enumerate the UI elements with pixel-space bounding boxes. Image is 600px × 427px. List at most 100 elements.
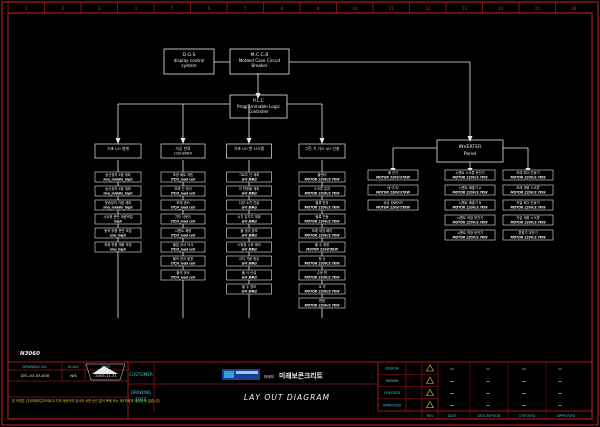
mccb-line-2: Breaker (251, 63, 267, 68)
device-spec: ITCH_load cell (171, 191, 196, 195)
device-spec: MOTOR 220V/3.7KW (452, 190, 488, 194)
device-spec: MOTOR 220V/3.7KW (452, 235, 488, 239)
device-box (367, 169, 419, 181)
mccb-box: M.C.C.B Molded Case Circuit Breaker (229, 48, 290, 75)
drawing-no-value: DTL-03-03-000 (21, 373, 50, 378)
device-name: 물 주 경보 (242, 284, 256, 289)
device-box (502, 229, 554, 241)
column-head-text: 기초 I/O 설계 (107, 146, 129, 151)
device-name: 교차 가동 정상 (239, 256, 259, 261)
revision-triangle-icon (425, 364, 435, 372)
device-box (94, 241, 142, 253)
device-spec: MOTOR 220V/5KW (306, 247, 338, 251)
device-name: 스크루 분리 (314, 186, 330, 191)
device-spec: lmu_high (110, 247, 127, 251)
company-logo (222, 369, 260, 380)
drawing-title: LAY OUT DIAGRAM (244, 393, 330, 402)
device-spec: MOTOR 220V/37KW (376, 175, 411, 179)
device-spec: 장비 종류선 (241, 275, 257, 279)
device-name: 모래 계량 스크류 (516, 185, 539, 190)
revision-triangle-icon (425, 401, 435, 409)
device-spec: 장비 종류선 (241, 247, 257, 251)
revision-column-label: CHECKED (519, 414, 536, 418)
device-name: 최종 부품 계량 조립 (104, 242, 131, 247)
device-box (298, 297, 346, 309)
column-head-box (298, 143, 346, 159)
device-box (226, 269, 272, 281)
device-spec: MOTOR 220V/3.7KW (304, 205, 340, 209)
device-name: 송신장치 4점 계획 (105, 172, 130, 177)
inverter-title: INVERTER (459, 144, 482, 150)
drawing-title-label-1: DRAWING (131, 390, 151, 395)
ruler-number: 15 (535, 6, 541, 11)
device-box (298, 283, 346, 295)
column-head-text: 가공 반료 (175, 146, 191, 151)
device-spec: MOTOR 220V/3.7KW (304, 219, 340, 223)
device-box (367, 184, 419, 196)
device-name: 운송장치 기점 계획 (105, 200, 131, 205)
device-box (298, 213, 346, 225)
device-spec: MOTOR 220V/3.7KW (452, 175, 488, 179)
device-name: 다양 소진 선설 (239, 200, 259, 205)
device-name: 수문 변 (317, 270, 327, 275)
device-box (298, 171, 346, 183)
revision-column-label: DATE (448, 414, 457, 418)
device-box (444, 214, 496, 226)
inverter-box: INVERTER Panel (436, 139, 504, 163)
device-spec: 장비 종류선 (241, 219, 257, 223)
device-box (298, 269, 346, 281)
device-box (298, 241, 346, 253)
device-box (160, 269, 206, 281)
device-name: 모래 센서 (176, 200, 189, 205)
title-block: N3060 DRAWING NO. SCALE DATE DTL-03-03-0… (8, 351, 592, 419)
device-spec: lmu_middle_high (103, 177, 133, 181)
device-box (160, 227, 206, 239)
device-box (226, 227, 272, 239)
plc-line-2: Controller (248, 109, 269, 114)
ruler-number: 1 (25, 6, 28, 11)
scale-label: SCALE (68, 365, 80, 369)
device-box (298, 185, 346, 197)
device-spec: MOTOR 220V/3.7KW (510, 175, 546, 179)
device-name: 자갈 계량 스크류 (516, 215, 539, 220)
revision-column-label: REV (427, 414, 434, 418)
device-name: 송신장치 4점 계획 (105, 186, 130, 191)
device-spec: MOTOR 220V/3.7KW (510, 190, 546, 194)
device-name: 이 반응물 계획 (239, 186, 259, 191)
device-spec: 장비 종류선 (241, 177, 257, 181)
device-spec: 장비 종류선 (241, 289, 257, 293)
device-box (94, 171, 142, 183)
device-spec: MOTOR 220V/3.7KW (510, 220, 546, 224)
device-name: 시멘트 저장 운전기 (457, 215, 483, 220)
device-name: 시멘트 스크류 운전기 (455, 170, 484, 175)
device-spec: MOTOR 220V/3.7KW (510, 205, 546, 209)
ruler-number: 2 (61, 6, 64, 11)
device-name: 배 선기 (388, 170, 398, 175)
device-name: 물의 센서 발표 (173, 256, 193, 261)
date-label: DATE (101, 365, 111, 369)
scale-value: N/S (70, 373, 77, 378)
device-name: 모래 선 센서 (174, 186, 191, 191)
device-name: 포장 베트 카톤 (173, 172, 193, 177)
ruler-number: 9 (317, 6, 320, 11)
company-prefix: 미래보 (264, 374, 275, 379)
device-box (94, 185, 142, 197)
column-head-text: (CB-8064 (174, 151, 192, 156)
device-name: 공급 컨베이어 (383, 200, 402, 205)
revision-triangle-icon (425, 388, 435, 396)
device-spec: MOTOR 220V/3.7KW (304, 275, 340, 279)
device-spec: ITCH_load cell (171, 219, 196, 223)
device-spec: MOTOR 220V/3.7KW (452, 220, 488, 224)
dgs-box: D.G.S display control system (163, 48, 215, 75)
date-value: 2005.11.31 (95, 373, 117, 378)
ruler-number: 16 (571, 6, 577, 11)
device-box (226, 241, 272, 253)
device-box (367, 199, 419, 211)
plc-box: P.L.C Programmable Logic Controller (229, 94, 288, 119)
column-head-text: 그린 기 가스 I/O 신설 (305, 146, 340, 151)
device-box (502, 184, 554, 196)
